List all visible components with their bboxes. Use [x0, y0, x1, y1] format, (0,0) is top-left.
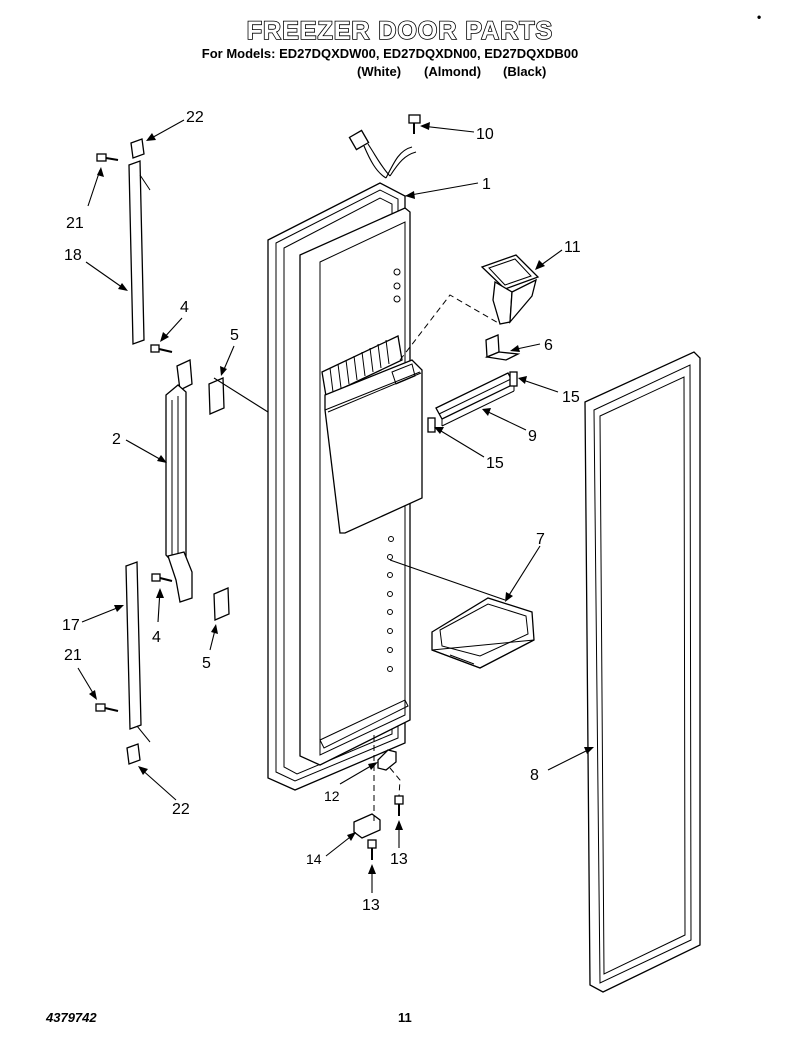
callout-leaders [77, 119, 594, 893]
hinge-2 [165, 359, 193, 603]
screw-21-top [96, 153, 119, 162]
shelf-bin [431, 597, 535, 669]
callout-18: 18 [64, 247, 82, 264]
header: FREEZER DOOR PARTS For Models: ED27DQXDW… [0, 16, 800, 62]
callout-17: 17 [62, 617, 80, 634]
bracket-6 [484, 334, 521, 361]
corner-mark: • [757, 10, 762, 24]
screw-21-lower [95, 703, 119, 712]
page-number: 11 [398, 1010, 412, 1025]
callout-22-top: 22 [186, 109, 204, 126]
clip-5-lower [213, 587, 230, 621]
callout-22-lower: 22 [172, 801, 190, 818]
hinge-plate-12 [377, 749, 397, 771]
screw-4-top [150, 344, 173, 353]
callout-8: 8 [530, 767, 539, 784]
callout-11: 11 [564, 239, 581, 256]
screw-4-lower [151, 573, 173, 582]
screw-13-lower [367, 839, 377, 860]
models-line: For Models: ED27DQXDW00, ED27DQXDN00, ED… [201, 46, 579, 61]
callout-1: 1 [482, 176, 491, 193]
ice-chute-funnel [480, 254, 540, 325]
assembly-guides [213, 294, 506, 822]
cap-22-top [130, 138, 145, 159]
door-gasket [584, 351, 701, 993]
callout-21-lower: 21 [64, 647, 82, 664]
clip-5-top [208, 377, 225, 415]
rail-9 [435, 372, 515, 427]
callout-13-upper: 13 [390, 851, 408, 868]
callout-5-lower: 5 [202, 655, 211, 672]
callout-5-top: 5 [230, 327, 239, 344]
callout-numbers: 1 10 11 6 15 9 15 7 8 12 13 14 13 22 21 … [62, 109, 581, 914]
callout-14: 14 [306, 851, 322, 867]
color-almond-label: (Almond) [424, 64, 482, 79]
strip-18 [128, 160, 145, 345]
block-14 [353, 813, 381, 839]
callout-15-upper: 15 [562, 389, 580, 406]
callout-13-lower: 13 [362, 897, 380, 914]
callout-7: 7 [536, 531, 545, 548]
screw-10 [408, 114, 421, 134]
screw-13-upper [394, 795, 404, 816]
callout-10: 10 [476, 126, 494, 143]
color-white-label: (White) [357, 64, 402, 79]
color-black-label: (Black) [503, 64, 547, 79]
callout-12: 12 [324, 788, 340, 804]
cap-22-lower [126, 743, 141, 765]
document-number: 4379742 [46, 1010, 97, 1025]
strip-17 [125, 561, 142, 730]
callout-15-lower: 15 [486, 455, 504, 472]
callout-21-top: 21 [66, 215, 84, 232]
callout-9: 9 [528, 428, 537, 445]
callout-4-lower: 4 [152, 629, 161, 646]
callout-2: 2 [112, 431, 121, 448]
freezer-door [267, 129, 423, 791]
clip-15-lower [427, 417, 436, 433]
clip-15-upper [509, 371, 518, 387]
page-title: FREEZER DOOR PARTS [246, 16, 554, 46]
callout-6: 6 [544, 337, 553, 354]
callout-4-top: 4 [180, 299, 189, 316]
